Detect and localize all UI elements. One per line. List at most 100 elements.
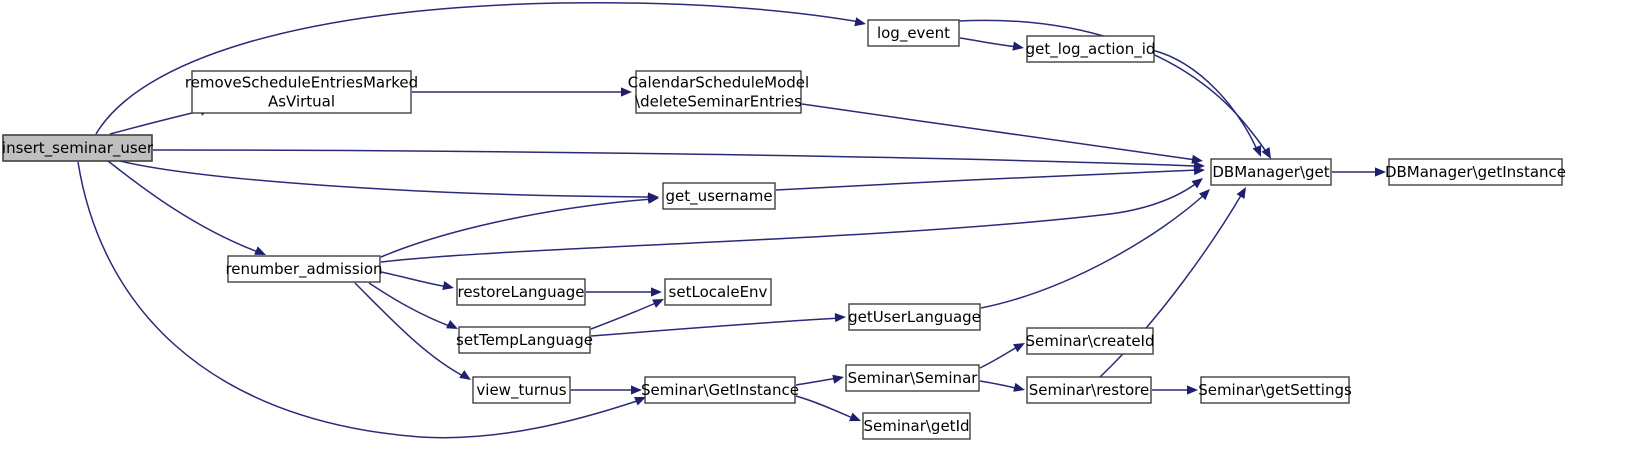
- graph-node-Seminar_getId[interactable]: Seminar\getId: [862, 412, 971, 440]
- arrowhead-icon: [854, 17, 866, 27]
- node-label: setLocaleEnv: [669, 283, 768, 301]
- graph-node-renumber_admission[interactable]: renumber_admission: [225, 255, 383, 283]
- arrowhead-icon: [647, 194, 659, 204]
- node-box[interactable]: [1210, 158, 1332, 186]
- arrowhead-icon: [651, 287, 662, 297]
- node-box[interactable]: [635, 70, 802, 114]
- node-box[interactable]: [458, 326, 591, 354]
- node-label: Seminar\createId: [1025, 332, 1154, 350]
- edge-line: [95, 1, 861, 135]
- arrowhead-icon: [849, 412, 861, 422]
- graph-node-Seminar_Seminar[interactable]: Seminar\Seminar: [845, 364, 980, 392]
- graph-node-log_event[interactable]: log_event: [867, 19, 960, 47]
- node-label: Seminar\Seminar: [848, 369, 979, 387]
- node-box[interactable]: [664, 278, 772, 306]
- node-label: getUserLanguage: [848, 308, 981, 326]
- graph-node-view_turnus[interactable]: view_turnus: [472, 376, 571, 404]
- node-label: Seminar\GetInstance: [641, 381, 799, 399]
- edge-Seminar_restore-to-Seminar_getSettings: [1152, 385, 1198, 395]
- node-label: log_event: [877, 24, 950, 43]
- node-label: DBManager\get: [1212, 163, 1329, 181]
- edge-line: [368, 282, 453, 328]
- arrowhead-icon: [1013, 382, 1025, 392]
- graph-node-setTempLanguage[interactable]: setTempLanguage: [456, 326, 593, 354]
- edge-Seminar_Seminar-to-Seminar_createId: [979, 343, 1025, 369]
- node-box[interactable]: [1026, 327, 1154, 355]
- edge-get_username-to-DBManager_get: [775, 165, 1205, 191]
- graph-node-CalendarScheduleModel_deleteSeminarEntries[interactable]: CalendarScheduleModel\deleteSeminarEntri…: [628, 70, 809, 114]
- arrowhead-icon: [1375, 167, 1386, 177]
- edge-line: [152, 149, 1196, 167]
- graph-node-getUserLanguage[interactable]: getUserLanguage: [848, 303, 981, 331]
- edge-line: [380, 271, 449, 288]
- node-box[interactable]: [227, 255, 381, 283]
- graph-node-Seminar_createId[interactable]: Seminar\createId: [1025, 327, 1155, 355]
- edge-view_turnus-to-Seminar_GetInstance: [571, 385, 642, 395]
- arrowhead-icon: [254, 246, 266, 255]
- arrowhead-icon: [1252, 145, 1262, 157]
- node-box[interactable]: [1388, 158, 1563, 186]
- edge-insert_seminar_user-to-Seminar_GetInstance: [77, 161, 646, 439]
- nodes-layer: insert_seminar_user removeScheduleEntries…: [2, 19, 1566, 440]
- node-box[interactable]: [1200, 376, 1350, 404]
- edge-insert_seminar_user-to-DBManager_get: [152, 149, 1205, 171]
- edge-renumber_admission-to-DBManager_get: [380, 178, 1203, 263]
- edge-Seminar_GetInstance-to-Seminar_getId: [795, 395, 861, 422]
- edge-line: [354, 282, 466, 378]
- graph-node-Seminar_restore[interactable]: Seminar\restore: [1026, 376, 1152, 404]
- edge-line: [958, 19, 1269, 156]
- edge-line: [801, 103, 1197, 161]
- arrowhead-icon: [442, 281, 454, 291]
- node-box[interactable]: [2, 134, 153, 162]
- edge-line: [590, 317, 841, 337]
- graph-node-restoreLanguage[interactable]: restoreLanguage: [456, 278, 586, 306]
- node-box[interactable]: [644, 376, 796, 404]
- node-box[interactable]: [845, 364, 980, 392]
- edge-DBManager_get-to-DBManager_getInstance: [1332, 167, 1386, 177]
- graph-node-setLocaleEnv[interactable]: setLocaleEnv: [664, 278, 772, 306]
- edge-line: [590, 301, 659, 330]
- node-box[interactable]: [456, 278, 586, 306]
- edge-CalendarScheduleModel_deleteSeminarEntries-to-DBManager_get: [801, 103, 1203, 164]
- graph-node-insert_seminar_user[interactable]: insert_seminar_user: [2, 134, 154, 162]
- graph-node-Seminar_getSettings[interactable]: Seminar\getSettings: [1198, 376, 1352, 404]
- node-label: get_username: [665, 187, 772, 206]
- node-box[interactable]: [1026, 376, 1152, 404]
- edge-line: [775, 169, 1199, 191]
- edge-line: [107, 160, 259, 253]
- edge-setTempLanguage-to-getUserLanguage: [590, 312, 846, 337]
- node-box[interactable]: [191, 70, 412, 114]
- graph-node-DBManager_getInstance[interactable]: DBManager\getInstance: [1385, 158, 1566, 186]
- arrowhead-icon: [1191, 178, 1203, 189]
- node-box[interactable]: [472, 376, 571, 404]
- node-label: Seminar\restore: [1029, 381, 1149, 399]
- edge-log_event-to-get_log_action_id: [959, 37, 1024, 51]
- edge-line: [980, 193, 1206, 309]
- arrowhead-icon: [1013, 343, 1025, 353]
- edge-line: [109, 109, 206, 135]
- node-box[interactable]: [662, 182, 776, 210]
- graph-node-get_log_action_id[interactable]: get_log_action_id: [1026, 35, 1156, 63]
- graph-node-DBManager_get[interactable]: DBManager\get: [1210, 158, 1332, 186]
- edge-renumber_admission-to-get_username: [380, 194, 659, 258]
- graph-node-get_username[interactable]: get_username: [662, 182, 776, 210]
- edge-line: [380, 198, 653, 258]
- node-label: DBManager\getInstance: [1385, 163, 1566, 181]
- node-label: setTempLanguage: [456, 331, 593, 349]
- arrowhead-icon: [1012, 41, 1024, 51]
- node-box[interactable]: [1026, 35, 1155, 63]
- graph-node-Seminar_GetInstance[interactable]: Seminar\GetInstance: [641, 376, 799, 404]
- edge-insert_seminar_user-to-renumber_admission: [107, 160, 266, 255]
- edge-line: [795, 395, 856, 420]
- node-label: Seminar\getSettings: [1198, 381, 1352, 399]
- node-box[interactable]: [848, 303, 981, 331]
- edge-line: [979, 380, 1020, 390]
- edge-line: [119, 160, 656, 198]
- arrowhead-icon: [631, 385, 642, 395]
- arrowhead-icon: [459, 370, 471, 380]
- node-box[interactable]: [867, 19, 960, 47]
- node-box[interactable]: [862, 412, 971, 440]
